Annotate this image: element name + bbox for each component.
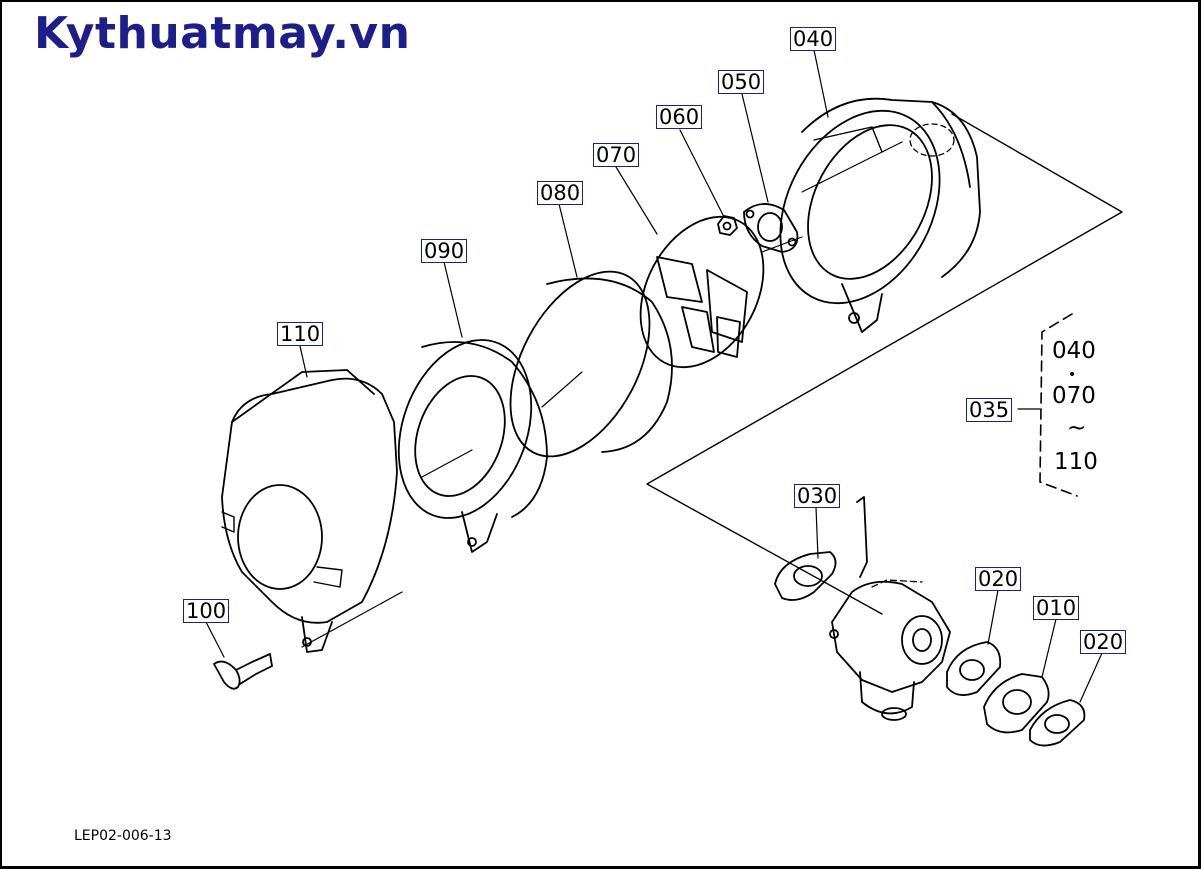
callout-040: 040 [790, 27, 837, 51]
part-080-filter-element [509, 270, 673, 458]
callout-030: 030 [794, 484, 841, 508]
part-040-cleaner-base [779, 97, 981, 333]
callout-060: 060 [656, 105, 703, 129]
part-020-gasket-a [946, 641, 1002, 696]
callout-035: 035 [966, 398, 1013, 422]
callout-080: 080 [537, 181, 584, 205]
carburetor [829, 496, 951, 721]
section-outline [646, 113, 1123, 615]
part-050-gasket [743, 203, 799, 253]
callout-020-lower: 020 [1080, 630, 1127, 654]
callout-100: 100 [183, 599, 230, 623]
callout-020-upper: 020 [975, 567, 1022, 591]
group-range-tilde: ~ [1067, 415, 1087, 441]
drawing-code: LEP02-006-13 [74, 828, 172, 844]
part-020-gasket-b [1029, 699, 1086, 747]
part-010-insulator [983, 673, 1050, 734]
part-090-holder [397, 339, 548, 553]
part-110-cover [221, 369, 398, 653]
group-bracket [1039, 313, 1078, 497]
group-range-from: 040 [1052, 338, 1096, 364]
callout-070: 070 [593, 143, 640, 167]
callout-090: 090 [421, 239, 468, 263]
center-axis [301, 591, 403, 648]
part-100-wing-bolt [213, 653, 273, 690]
part-030-gasket [774, 551, 837, 601]
part-070-screen-plate [639, 215, 765, 369]
callout-110: 110 [277, 322, 324, 346]
callout-010: 010 [1033, 596, 1080, 620]
callout-050: 050 [718, 70, 765, 94]
leader-lines [205, 49, 1103, 703]
group-range-to: 110 [1054, 449, 1098, 475]
group-range-mid: 070 [1052, 383, 1096, 409]
brand-watermark: Kythuatmay.vn [34, 8, 411, 59]
group-range-dot: • [1068, 367, 1077, 383]
